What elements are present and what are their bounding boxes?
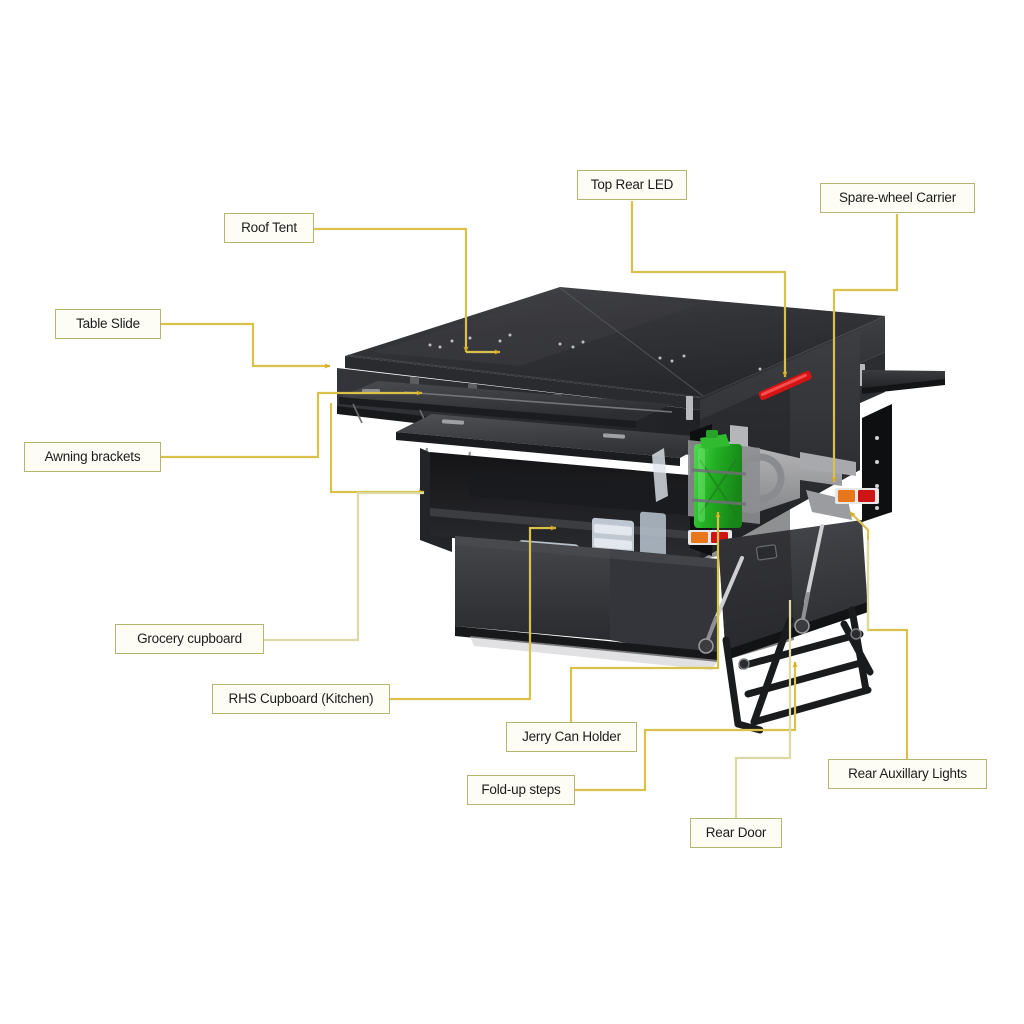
leader-rear-door	[734, 600, 792, 818]
callout-label-text: Awning brackets	[44, 449, 141, 465]
rear-door-strut-right	[804, 524, 824, 604]
aux-light-orange-right	[838, 490, 855, 502]
callout-label-text: Table Slide	[76, 316, 140, 332]
rear-door-latch	[755, 544, 778, 561]
callout-label-text: Grocery cupboard	[137, 631, 242, 647]
callout-leader-lines	[161, 201, 909, 818]
table-slide-rail	[403, 391, 673, 413]
callout-label-text: Jerry Can Holder	[522, 729, 621, 745]
steps-diagonal-brace	[750, 616, 794, 726]
callout-grocery-cupboard[interactable]: Grocery cupboard	[115, 624, 264, 654]
leader-roof-tent	[314, 227, 469, 353]
callout-label-text: Roof Tent	[241, 220, 297, 236]
fold-up-steps	[722, 606, 874, 734]
leader-jerry-can-holder	[569, 511, 721, 722]
roof-tent-top-highlight	[372, 292, 700, 366]
callout-fold-up-steps[interactable]: Fold-up steps	[467, 775, 575, 805]
callout-table-slide[interactable]: Table Slide	[55, 309, 161, 339]
callout-rear-auxiliary-lights[interactable]: Rear Auxillary Lights	[828, 759, 987, 789]
aux-light-red-right	[858, 490, 875, 502]
callout-top-rear-led[interactable]: Top Rear LED	[577, 170, 687, 200]
awning-hatch-panel	[396, 414, 716, 458]
leader-fold-up-steps	[575, 661, 798, 792]
jerry-can-cap	[706, 430, 718, 438]
callout-spare-wheel-carrier[interactable]: Spare-wheel Carrier	[820, 183, 975, 213]
aux-light-orange-left	[691, 532, 708, 543]
callout-label-text: Fold-up steps	[481, 782, 561, 798]
lower-box-chamfer	[455, 536, 718, 568]
awning-hatch-handle	[441, 419, 465, 425]
callout-rhs-cupboard[interactable]: RHS Cupboard (Kitchen)	[212, 684, 390, 714]
right-side-shelf-edge	[862, 379, 945, 394]
callout-label-text: Top Rear LED	[590, 177, 674, 193]
trailer-illustration	[337, 287, 945, 734]
grocery-cupboard-box	[455, 536, 610, 640]
roof-tent-crease-line-2	[347, 354, 701, 398]
leader-spare-wheel	[831, 214, 899, 483]
jerry-can-x-rib	[699, 459, 737, 515]
steps-rung-top	[738, 630, 864, 670]
leader-top-rear-led	[630, 201, 788, 378]
rear-door-shade	[718, 530, 794, 660]
jerry-can-strap	[691, 468, 747, 506]
table-slide-edge	[339, 397, 636, 428]
spare-wheel-carrier-arm	[800, 452, 856, 476]
callout-roof-tent[interactable]: Roof Tent	[224, 213, 314, 243]
rear-bracket-bolts-right	[875, 436, 879, 510]
callout-awning-brackets[interactable]: Awning brackets	[24, 442, 161, 472]
spare-wheel-carrier-pivot	[806, 490, 852, 520]
callout-label-text: Spare-wheel Carrier	[839, 190, 956, 206]
leader-awning-brackets	[161, 390, 423, 459]
awning-hatch-handle-2	[602, 433, 626, 439]
top-rear-led-glow	[760, 373, 807, 397]
rear-door-hinge-right	[794, 618, 810, 634]
jerry-can-holder-assembly	[688, 430, 760, 528]
rhs-cupboard-box	[610, 549, 718, 660]
callout-label-text: Rear Door	[705, 825, 767, 841]
callout-label-text: Rear Auxillary Lights	[848, 766, 967, 782]
callout-label-text: RHS Cupboard (Kitchen)	[228, 691, 374, 707]
steps-rung-bottom	[750, 686, 872, 726]
awning-hatch-edge	[396, 432, 680, 466]
rear-door-assembly	[698, 520, 868, 660]
leader-rhs-cupboard	[390, 525, 557, 701]
steps-stringer-left	[722, 636, 742, 728]
callout-jerry-can-holder[interactable]: Jerry Can Holder	[506, 722, 637, 752]
fold-up-steps-joints	[738, 628, 862, 670]
jerry-can-highlight	[698, 448, 705, 522]
rear-door-hinge-left	[698, 638, 714, 654]
leader-grocery-cupboard	[264, 491, 424, 642]
callout-rear-door[interactable]: Rear Door	[690, 818, 782, 848]
leader-table-slide	[161, 322, 331, 369]
lower-box-bottom-edge	[455, 626, 718, 662]
roof-tent-crease-line	[559, 287, 704, 397]
roof-tent-left-facet	[345, 356, 700, 410]
steps-side-brace	[840, 620, 874, 676]
lower-box-underframe	[470, 636, 718, 670]
kitchen-cavity-back	[470, 470, 700, 516]
